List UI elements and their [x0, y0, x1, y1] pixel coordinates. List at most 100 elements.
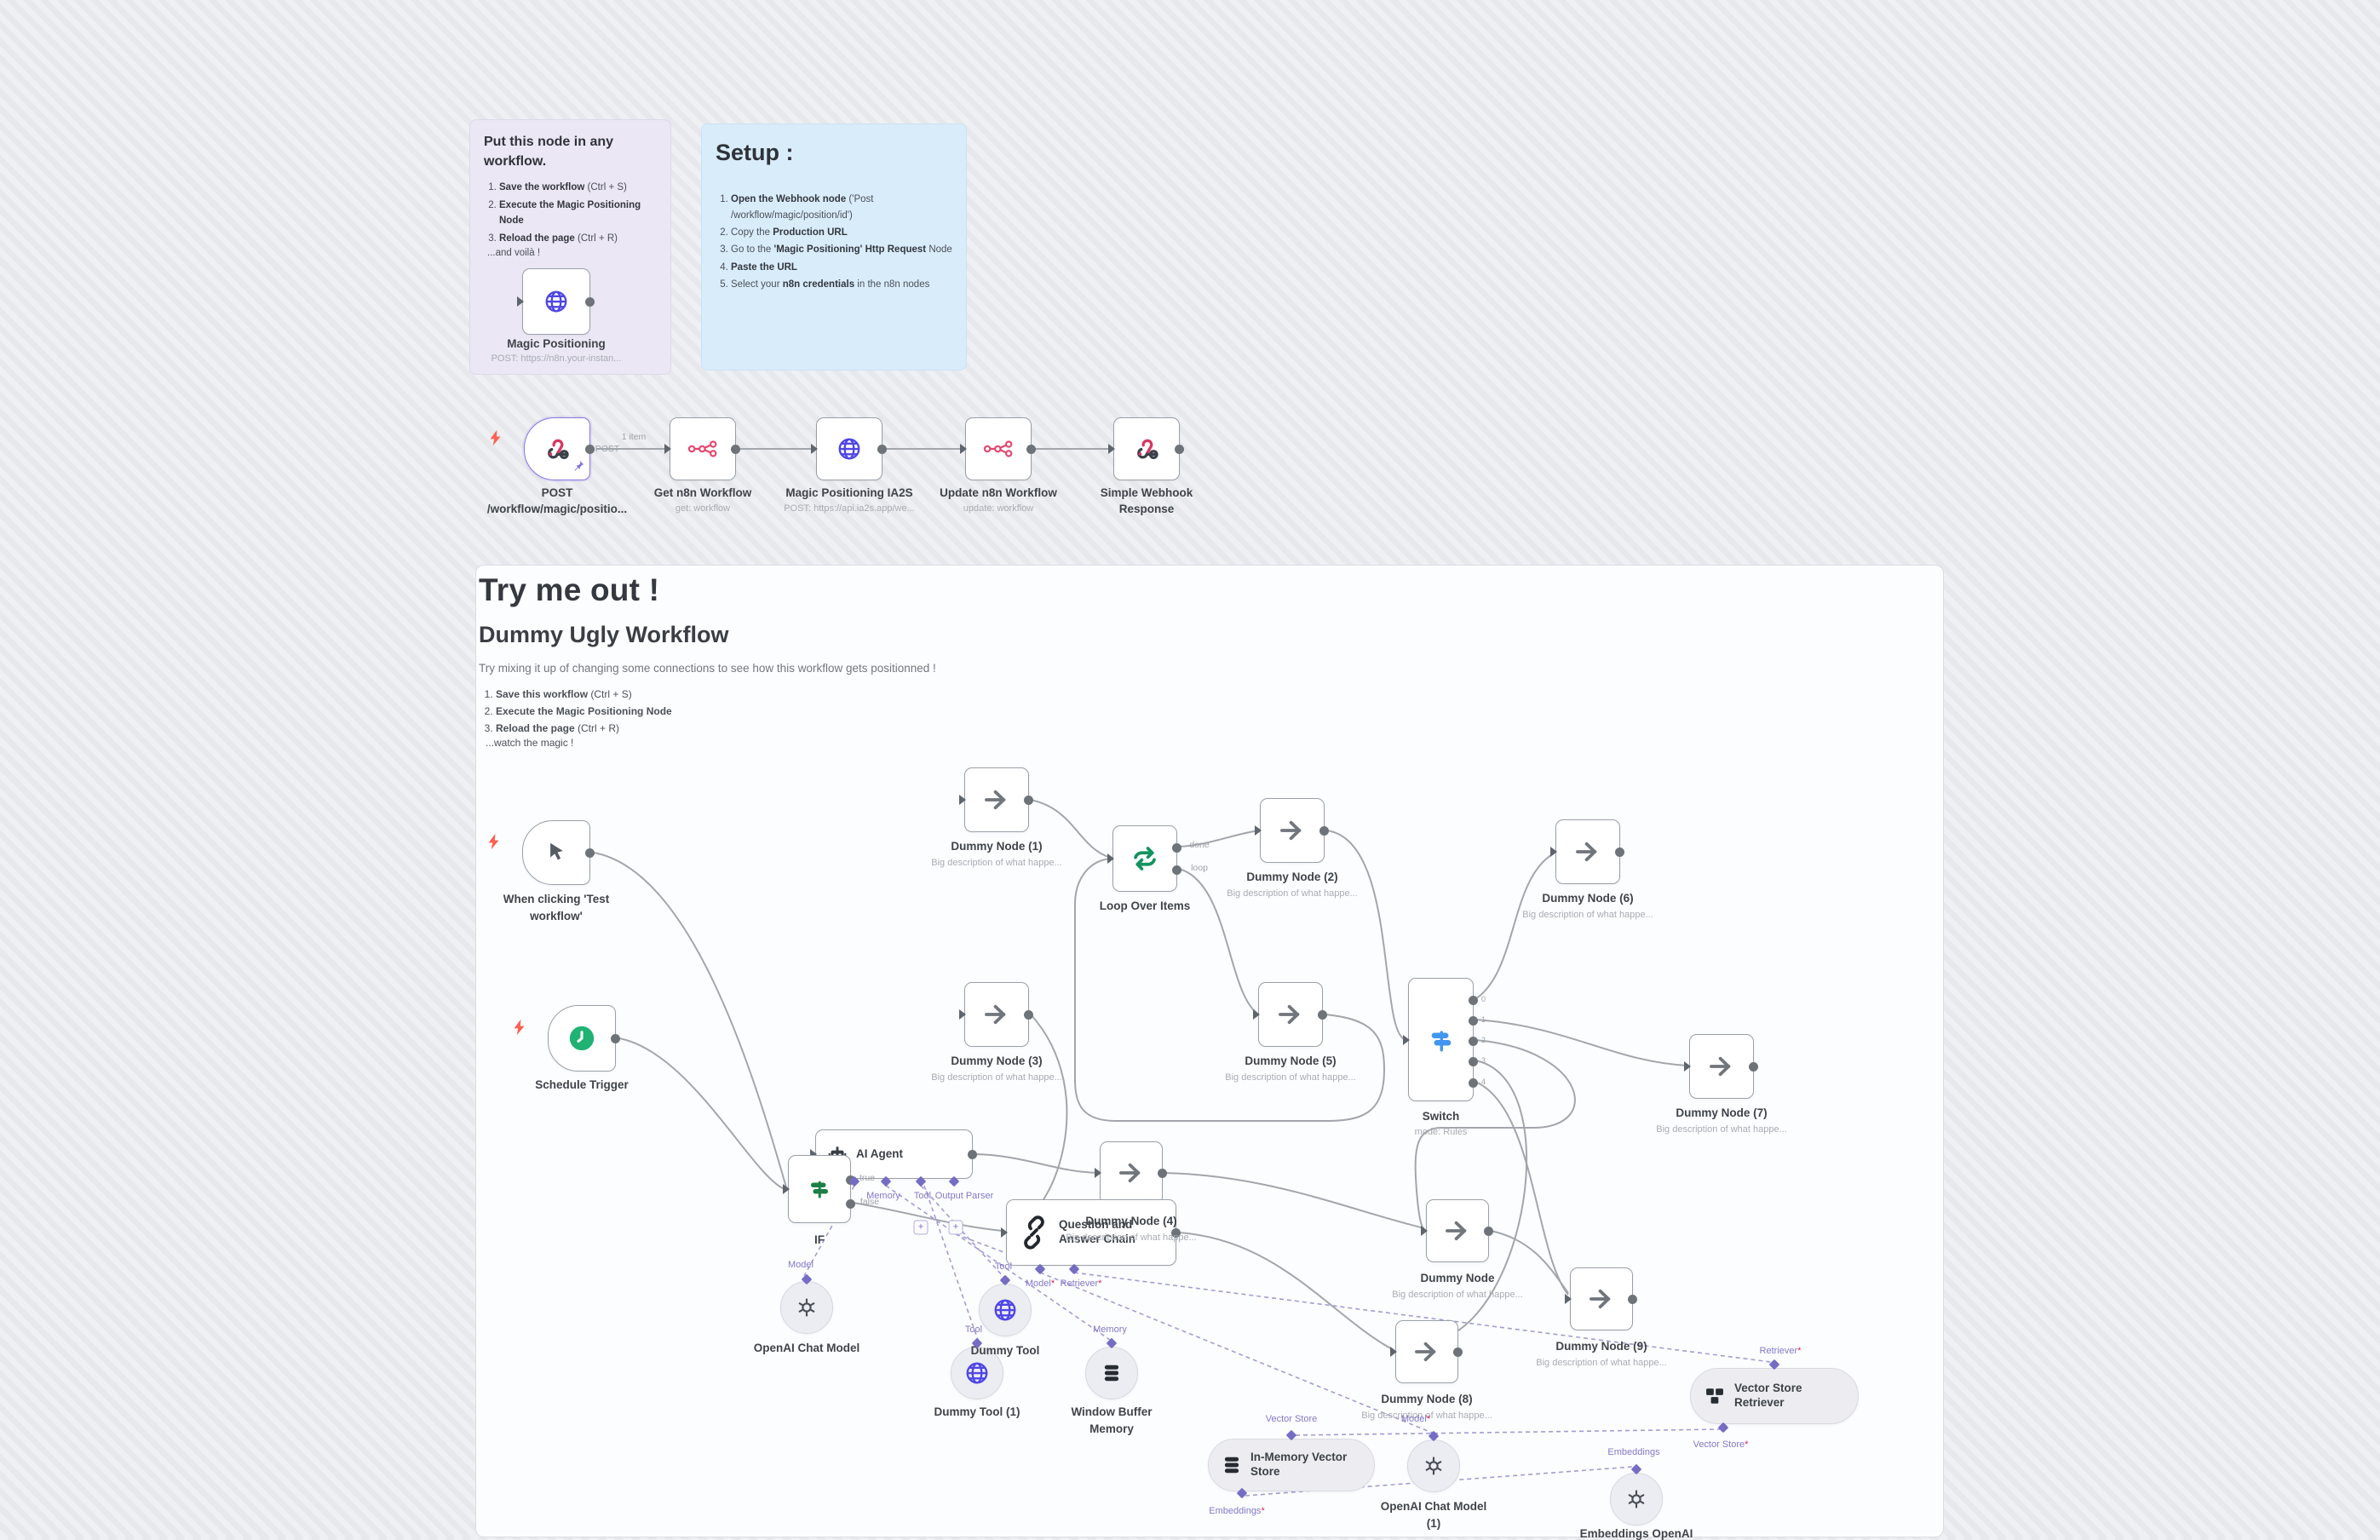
output-port[interactable]: [1484, 1226, 1493, 1236]
node-openai-chat-model-1[interactable]: [1407, 1439, 1460, 1492]
node-dummy-node-1[interactable]: [959, 767, 1033, 832]
sticky-purple-footer: ...and voilà !: [487, 247, 541, 258]
input-port[interactable]: [664, 444, 671, 454]
node-update-n8n-workflow[interactable]: [960, 417, 1036, 480]
node-get-n8n-workflow[interactable]: [664, 417, 740, 480]
input-port[interactable]: [1565, 1294, 1572, 1304]
node-sublabel: Big description of what happe...: [1066, 1233, 1197, 1243]
output-port[interactable]: [968, 1149, 977, 1159]
output-port[interactable]: [846, 1198, 855, 1209]
node-label: Embeddings OpenAI: [1579, 1527, 1693, 1540]
node-when-clicking-test-workflow[interactable]: [522, 820, 595, 885]
input-port[interactable]: [1390, 1347, 1397, 1357]
node-schedule-trigger[interactable]: [548, 1005, 620, 1072]
node-dummy-node-2[interactable]: [1255, 798, 1329, 863]
output-port[interactable]: [1319, 825, 1329, 836]
output-port[interactable]: [877, 444, 887, 454]
boxes-icon: [1703, 1384, 1727, 1408]
output-port[interactable]: [1318, 1009, 1327, 1020]
input-port[interactable]: [1421, 1226, 1428, 1236]
node-magic-positioning[interactable]: [517, 268, 595, 335]
input-port[interactable]: [1001, 1227, 1008, 1238]
sticky-note-blue[interactable]: Setup : Open the Webhook node ('Post /wo…: [701, 124, 967, 371]
node-dummy-node-3[interactable]: [959, 982, 1033, 1047]
node-loop-over-items[interactable]: [1107, 825, 1181, 892]
lightning-icon[interactable]: [485, 830, 503, 853]
output-port[interactable]: [1172, 865, 1181, 875]
output-port[interactable]: [1469, 1015, 1478, 1026]
output-port[interactable]: [1026, 444, 1036, 454]
input-port[interactable]: [810, 1149, 817, 1159]
arrow-icon: [1117, 1158, 1146, 1187]
node-dummy-tool-1[interactable]: [951, 1347, 1003, 1399]
webhook-icon: [1132, 434, 1161, 463]
node-if[interactable]: [783, 1155, 855, 1223]
node-window-buffer-memory[interactable]: [1085, 1347, 1138, 1399]
node-simple-webhook-response[interactable]: [1108, 417, 1184, 480]
add-connector-button[interactable]: +: [948, 1220, 963, 1235]
output-port[interactable]: [1175, 444, 1184, 454]
output-port[interactable]: [731, 444, 740, 454]
node-label: OpenAI Chat Model: [753, 1342, 860, 1354]
node-switch[interactable]: [1403, 978, 1478, 1101]
input-port[interactable]: [1107, 853, 1114, 864]
output-port[interactable]: [1469, 1077, 1478, 1088]
connector-label: Model: [788, 1260, 813, 1270]
input-port[interactable]: [959, 1009, 966, 1020]
input-port[interactable]: [517, 296, 524, 307]
node-sublabel: Big description of what happe...: [1522, 910, 1653, 920]
input-port[interactable]: [959, 795, 966, 805]
input-port[interactable]: [1684, 1061, 1691, 1072]
output-port[interactable]: [1158, 1168, 1167, 1178]
lightning-icon[interactable]: [486, 427, 505, 449]
output-port[interactable]: [1024, 795, 1033, 805]
input-port[interactable]: [1255, 825, 1262, 836]
input-port[interactable]: [1108, 444, 1115, 454]
input-port[interactable]: [1095, 1168, 1101, 1178]
output-port[interactable]: [1024, 1009, 1033, 1020]
input-port[interactable]: [811, 444, 818, 454]
input-port[interactable]: [1253, 1009, 1260, 1020]
node-dummy-node-8[interactable]: [1390, 1320, 1463, 1383]
input-port[interactable]: [783, 1184, 790, 1194]
output-port[interactable]: [1172, 842, 1181, 853]
input-port[interactable]: [1403, 1034, 1410, 1045]
node-dummy-tool[interactable]: [979, 1284, 1032, 1336]
output-port[interactable]: [1749, 1061, 1758, 1072]
sticky-note-purple[interactable]: Put this node in any workflow. Save the …: [469, 119, 671, 375]
globe-icon: [836, 436, 862, 462]
node-dummy-node-4[interactable]: [1095, 1141, 1167, 1204]
output-port[interactable]: [585, 444, 595, 454]
output-port[interactable]: [1469, 995, 1478, 1005]
output-index: 0: [1481, 995, 1486, 1003]
output-port[interactable]: [1469, 1036, 1478, 1046]
lightning-icon[interactable]: [510, 1016, 529, 1038]
output-port[interactable]: [611, 1033, 620, 1043]
panel-title: Try me out !: [479, 572, 660, 607]
node-dummy-node-5[interactable]: [1253, 982, 1327, 1047]
output-port[interactable]: [1453, 1347, 1463, 1357]
output-port[interactable]: [1469, 1056, 1478, 1066]
node-dummy-node-6[interactable]: [1550, 819, 1624, 884]
node-dummy-node[interactable]: [1421, 1199, 1493, 1262]
input-port[interactable]: [960, 444, 967, 454]
node-webhook-post[interactable]: [524, 417, 595, 480]
openai-icon: [796, 1296, 819, 1319]
node-dummy-node-7[interactable]: [1684, 1034, 1758, 1099]
node-label: Window Buffer: [1071, 1405, 1153, 1418]
n8n-icon: [983, 440, 1014, 458]
output-port[interactable]: [1171, 1227, 1181, 1238]
input-port[interactable]: [1550, 847, 1557, 857]
node-embeddings-openai[interactable]: [1610, 1473, 1663, 1526]
output-port[interactable]: [1628, 1294, 1637, 1304]
output-port[interactable]: [1615, 847, 1624, 857]
output-port[interactable]: [585, 848, 595, 858]
node-magic-positioning-ia2s[interactable]: [811, 417, 887, 480]
add-connector-button[interactable]: +: [913, 1220, 928, 1235]
node-dummy-node-9[interactable]: [1565, 1267, 1637, 1330]
output-port[interactable]: [585, 296, 595, 307]
node-openai-chat-model[interactable]: [780, 1281, 833, 1334]
